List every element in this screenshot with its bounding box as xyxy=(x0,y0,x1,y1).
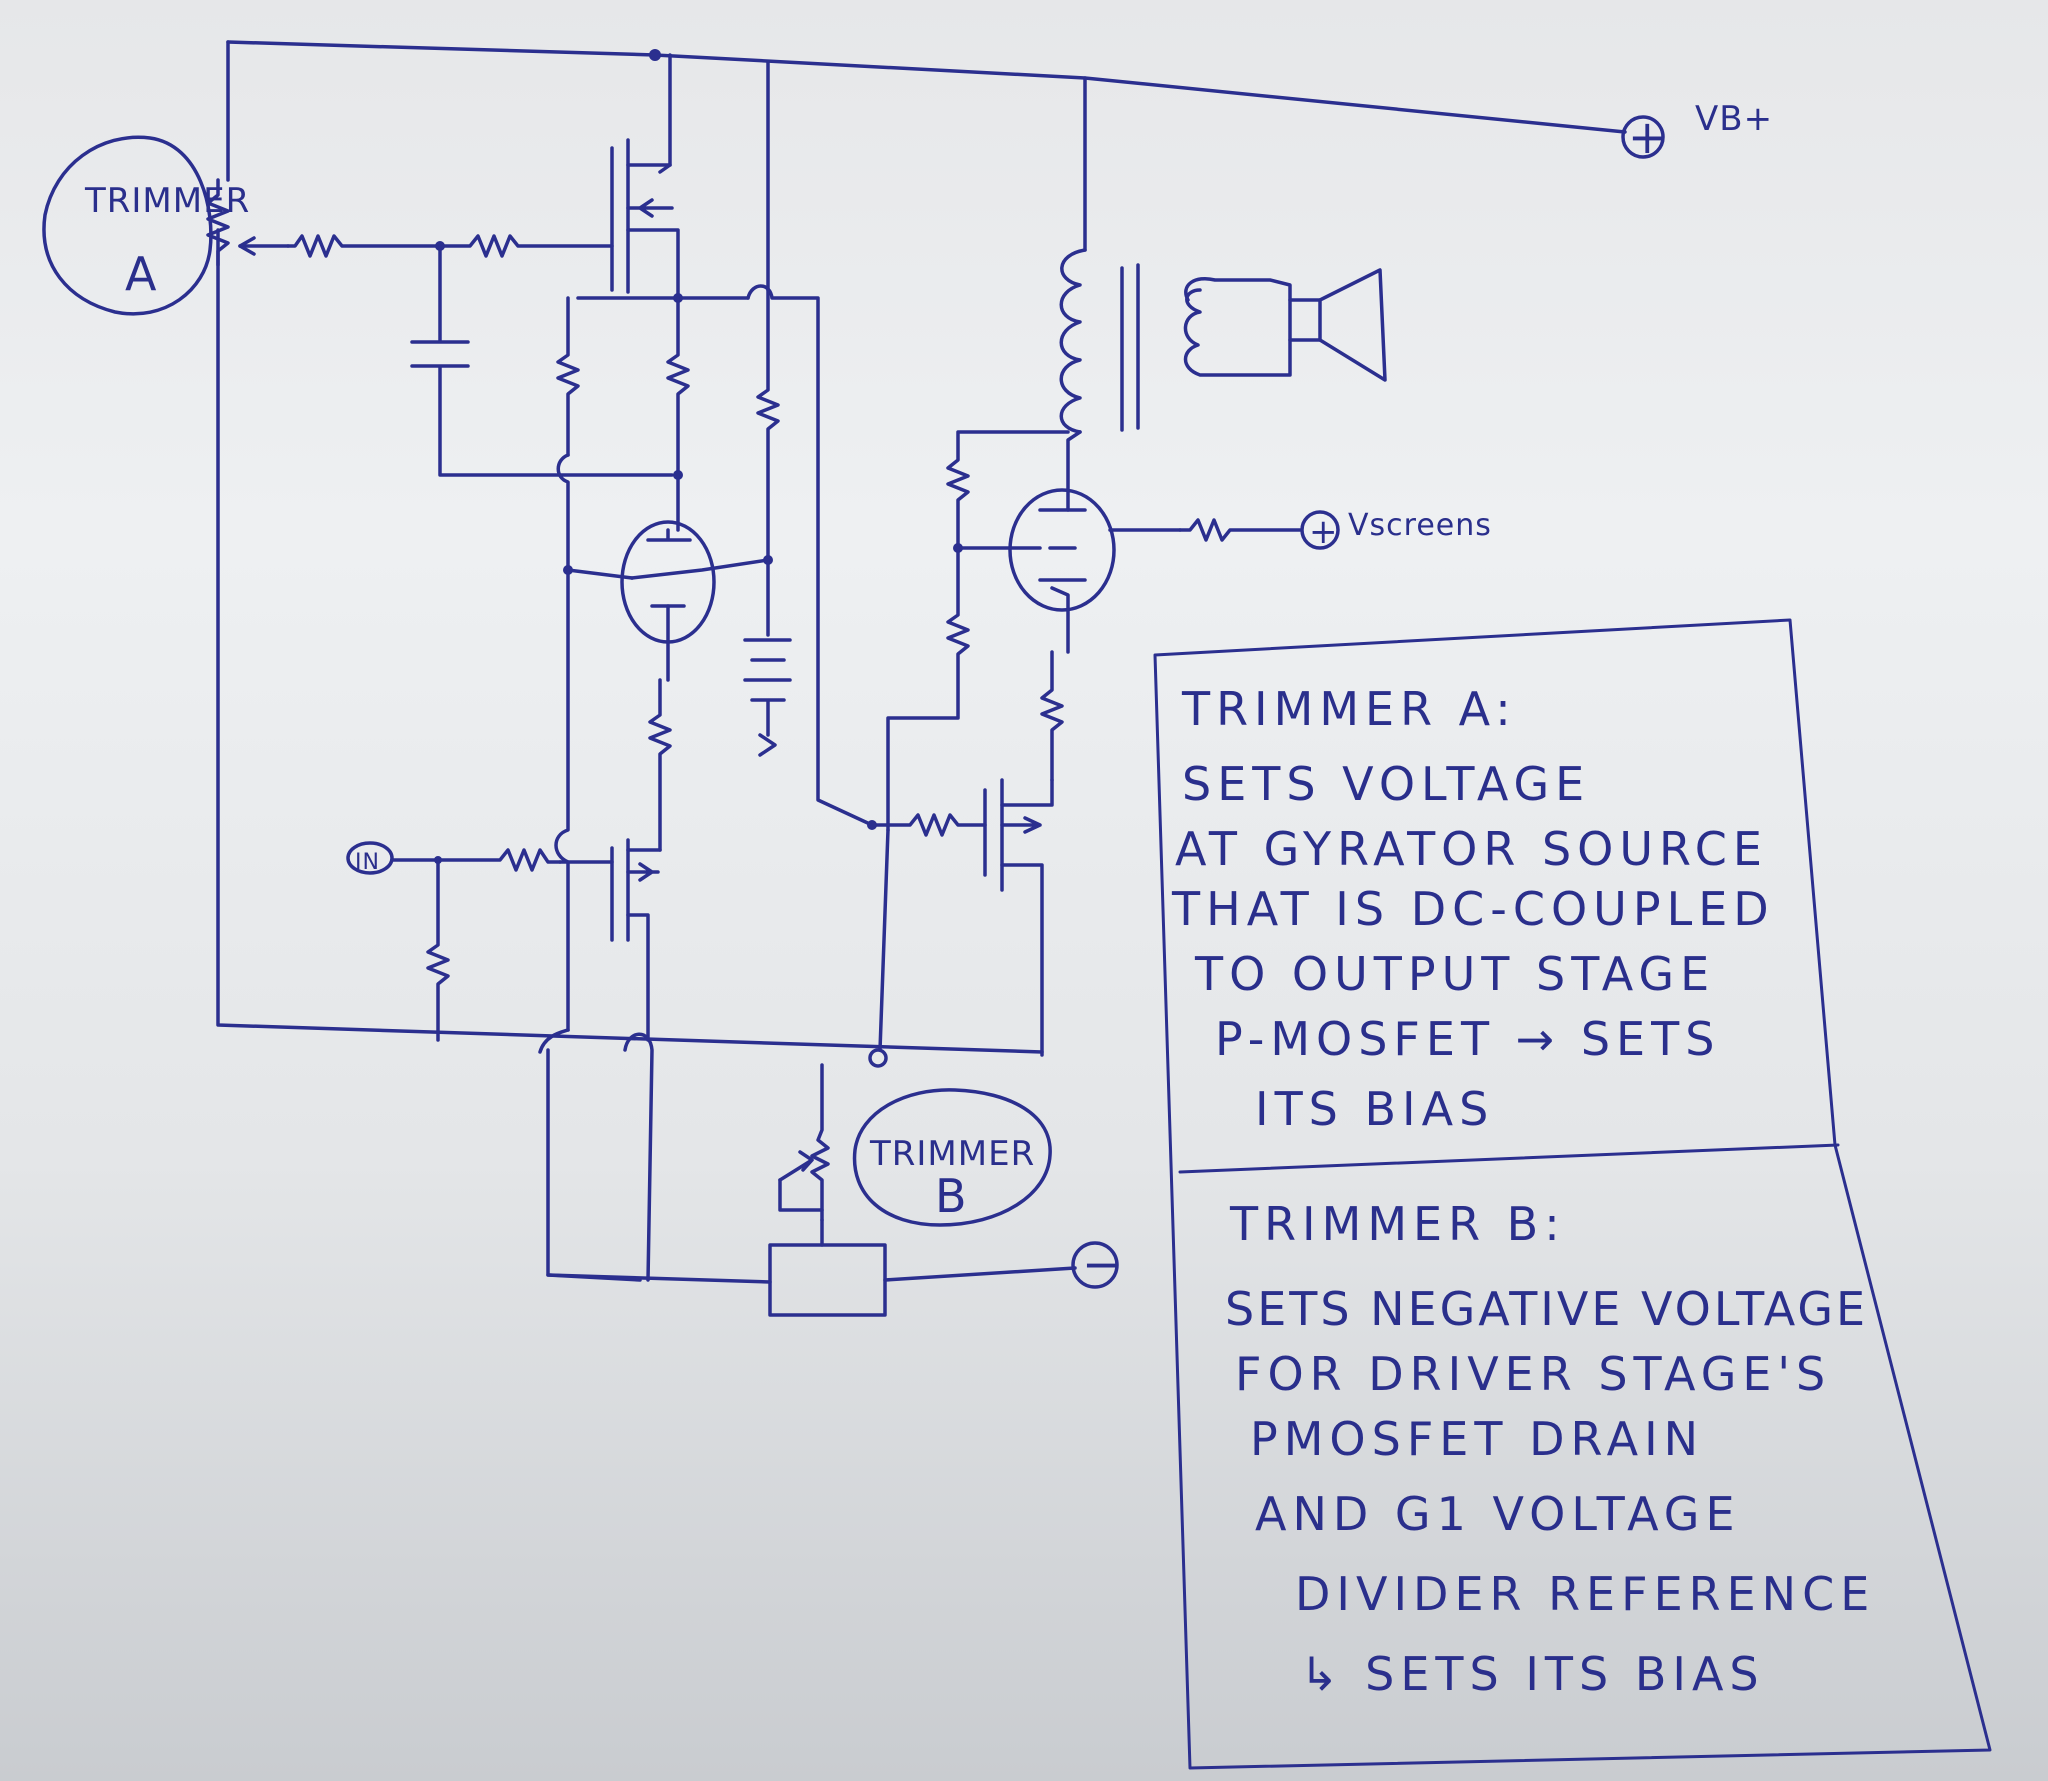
trimmer-a-bubble: TRIMMER A xyxy=(42,135,250,316)
trimmer-a-note-line: SETS VOLTAGE xyxy=(1182,757,1590,811)
ground-rail xyxy=(216,228,1044,1054)
screen-feed: + Vscreens xyxy=(1178,508,1492,552)
trimmer-a-note-title: TRIMMER A: xyxy=(1181,682,1517,736)
vb-plus-rail xyxy=(226,40,1627,182)
trimmer-b-bubble: TRIMMER B xyxy=(852,1088,1052,1227)
trimmer-b-note-line: SETS NEGATIVE VOLTAGE xyxy=(1225,1282,1868,1336)
negative-supply-symbol: − xyxy=(1082,1237,1121,1291)
gyrator-gate-network xyxy=(286,234,674,477)
trimmer-a-note-line: AT GYRATOR SOURCE xyxy=(1175,822,1768,876)
trimmer-b-note-line: PMOSFET DRAIN xyxy=(1250,1412,1704,1466)
trimmer-b-letter: B xyxy=(935,1169,967,1223)
divider-column xyxy=(538,568,654,1282)
gyrator-mosfet xyxy=(610,53,680,300)
input-label: IN xyxy=(355,850,380,875)
trimmer-a-title: TRIMMER xyxy=(84,181,250,221)
trimmer-b-note: TRIMMER B: SETS NEGATIVE VOLTAGE FOR DRI… xyxy=(1225,1197,1875,1701)
trimmer-b-note-line: DIVIDER REFERENCE xyxy=(1295,1567,1875,1621)
driver-cathode-resistor xyxy=(648,678,672,852)
gyrator-source-node xyxy=(576,284,874,827)
vscreens-symbol: + xyxy=(1309,512,1339,552)
gyrator-left-resistor xyxy=(556,296,580,572)
trimmer-b-note-title: TRIMMER B: xyxy=(1229,1197,1566,1251)
trimmer-b-note-line: AND G1 VOLTAGE xyxy=(1255,1487,1741,1541)
output-cathode-resistor xyxy=(1040,650,1064,782)
trimmer-b-title: TRIMMER xyxy=(869,1134,1035,1174)
output-tube xyxy=(1008,488,1182,654)
trimmer-a-note: TRIMMER A: SETS VOLTAGE AT GYRATOR SOURC… xyxy=(1171,682,1775,1136)
trimmer-b-network: − xyxy=(546,1063,1121,1317)
trimmer-a-potentiometer xyxy=(206,178,290,267)
vb-plus-symbol: + xyxy=(1628,110,1667,164)
driver-pmosfet xyxy=(558,838,662,1042)
output-transformer xyxy=(1059,76,1387,512)
trimmer-b-note-line: ↳ SETS ITS BIAS xyxy=(1300,1647,1765,1701)
notes-box: TRIMMER A: SETS VOLTAGE AT GYRATOR SOURC… xyxy=(1153,618,1992,1770)
gyrator-right-resistor xyxy=(666,296,690,532)
trimmer-a-letter: A xyxy=(125,247,157,301)
vb-plus-label: VB+ xyxy=(1695,99,1773,139)
trimmer-b-note-line: FOR DRIVER STAGE'S xyxy=(1235,1347,1831,1401)
trimmer-a-note-line: THAT IS DC-COUPLED xyxy=(1171,882,1775,936)
trimmer-a-note-line: ITS BIAS xyxy=(1255,1082,1494,1136)
vb-plus-terminal: + VB+ xyxy=(1621,99,1773,164)
output-pmosfet xyxy=(870,778,1054,1057)
output-grid-divider xyxy=(886,430,1070,832)
driver-tube xyxy=(620,520,770,682)
vscreens-label: Vscreens xyxy=(1348,508,1492,543)
trimmer-a-note-line: TO OUTPUT STAGE xyxy=(1194,947,1715,1001)
trimmer-a-note-line: P-MOSFET → SETS xyxy=(1215,1012,1720,1066)
output-gate-column xyxy=(867,820,890,1068)
input-node: IN xyxy=(346,841,562,1042)
driver-plate-feed xyxy=(743,60,792,757)
